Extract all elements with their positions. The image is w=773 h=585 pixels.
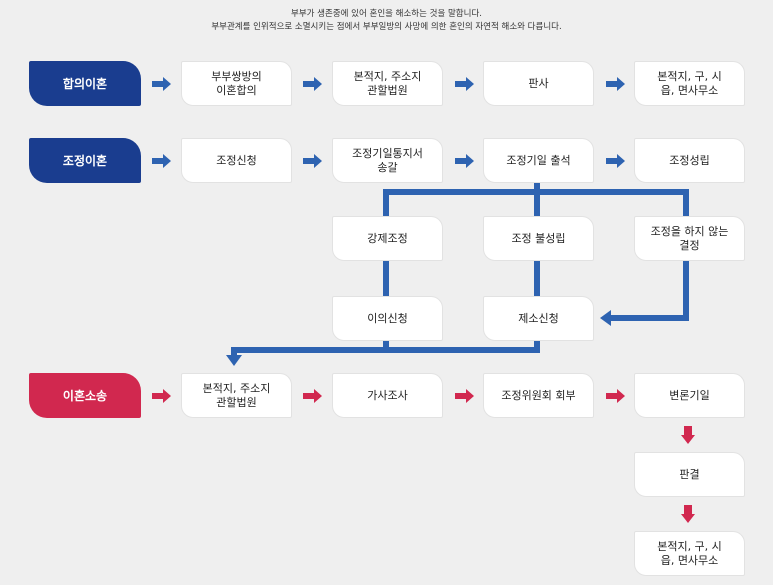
arrow-down-icon bbox=[681, 426, 695, 444]
arrow-right-icon bbox=[455, 389, 474, 403]
step-final-registry-office: 본적지, 구, 시 읍, 면사무소 bbox=[634, 531, 745, 576]
arrowhead bbox=[226, 355, 242, 366]
arrow-right-icon bbox=[303, 154, 322, 168]
branch-mediation-failure: 조정 불성립 bbox=[483, 216, 594, 261]
branch-no-mediation-decision: 조정을 하지 않는 결정 bbox=[634, 216, 745, 261]
arrow-right-icon bbox=[455, 154, 474, 168]
step-mediation-attendance: 조정기일 출석 bbox=[483, 138, 594, 183]
arrow-right-icon bbox=[455, 77, 474, 91]
step-mutual-agreement: 부부쌍방의 이혼합의 bbox=[181, 61, 292, 106]
step-mediation-application: 조정신청 bbox=[181, 138, 292, 183]
arrow-down-icon bbox=[681, 505, 695, 523]
label-divorce-lawsuit: 이혼소송 bbox=[29, 373, 141, 418]
step-judgment: 판결 bbox=[634, 452, 745, 497]
connector-line bbox=[231, 347, 540, 358]
arrow-right-icon bbox=[152, 154, 171, 168]
arrowhead bbox=[600, 310, 611, 326]
connector-line bbox=[610, 261, 689, 321]
step-mediation-committee: 조정위원회 회부 bbox=[483, 373, 594, 418]
arrow-right-icon bbox=[303, 389, 322, 403]
arrow-right-icon bbox=[303, 77, 322, 91]
step-registry-office: 본적지, 구, 시 읍, 면사무소 bbox=[634, 61, 745, 106]
intro-line-2: 부부관계를 인위적으로 소멸시키는 점에서 부부일방의 사망에 의한 혼인의 자… bbox=[211, 22, 562, 32]
arrow-right-icon bbox=[152, 77, 171, 91]
step-pleading-date: 변론기일 bbox=[634, 373, 745, 418]
step-lawsuit-filing: 제소신청 bbox=[483, 296, 594, 341]
step-lawsuit-court: 본적지, 주소지 관할법원 bbox=[181, 373, 292, 418]
arrow-right-icon bbox=[606, 389, 625, 403]
step-family-investigation: 가사조사 bbox=[332, 373, 443, 418]
arrow-right-icon bbox=[152, 389, 171, 403]
step-family-court: 본적지, 주소지 관할법원 bbox=[332, 61, 443, 106]
arrow-right-icon bbox=[606, 154, 625, 168]
intro-text: 부부가 생존중에 있어 혼인을 해소하는 것을 말합니다. 부부관계를 인위적으… bbox=[0, 8, 773, 34]
step-judge: 판사 bbox=[483, 61, 594, 106]
label-mutual-divorce: 합의이혼 bbox=[29, 61, 141, 106]
intro-line-1: 부부가 생존중에 있어 혼인을 해소하는 것을 말합니다. bbox=[291, 9, 482, 19]
step-mediation-notice: 조정기일통지서 송갈 bbox=[332, 138, 443, 183]
step-objection: 이의신청 bbox=[332, 296, 443, 341]
label-mediation-divorce: 조정이혼 bbox=[29, 138, 141, 183]
arrow-right-icon bbox=[606, 77, 625, 91]
step-mediation-success: 조정성립 bbox=[634, 138, 745, 183]
branch-compulsory-mediation: 강제조정 bbox=[332, 216, 443, 261]
